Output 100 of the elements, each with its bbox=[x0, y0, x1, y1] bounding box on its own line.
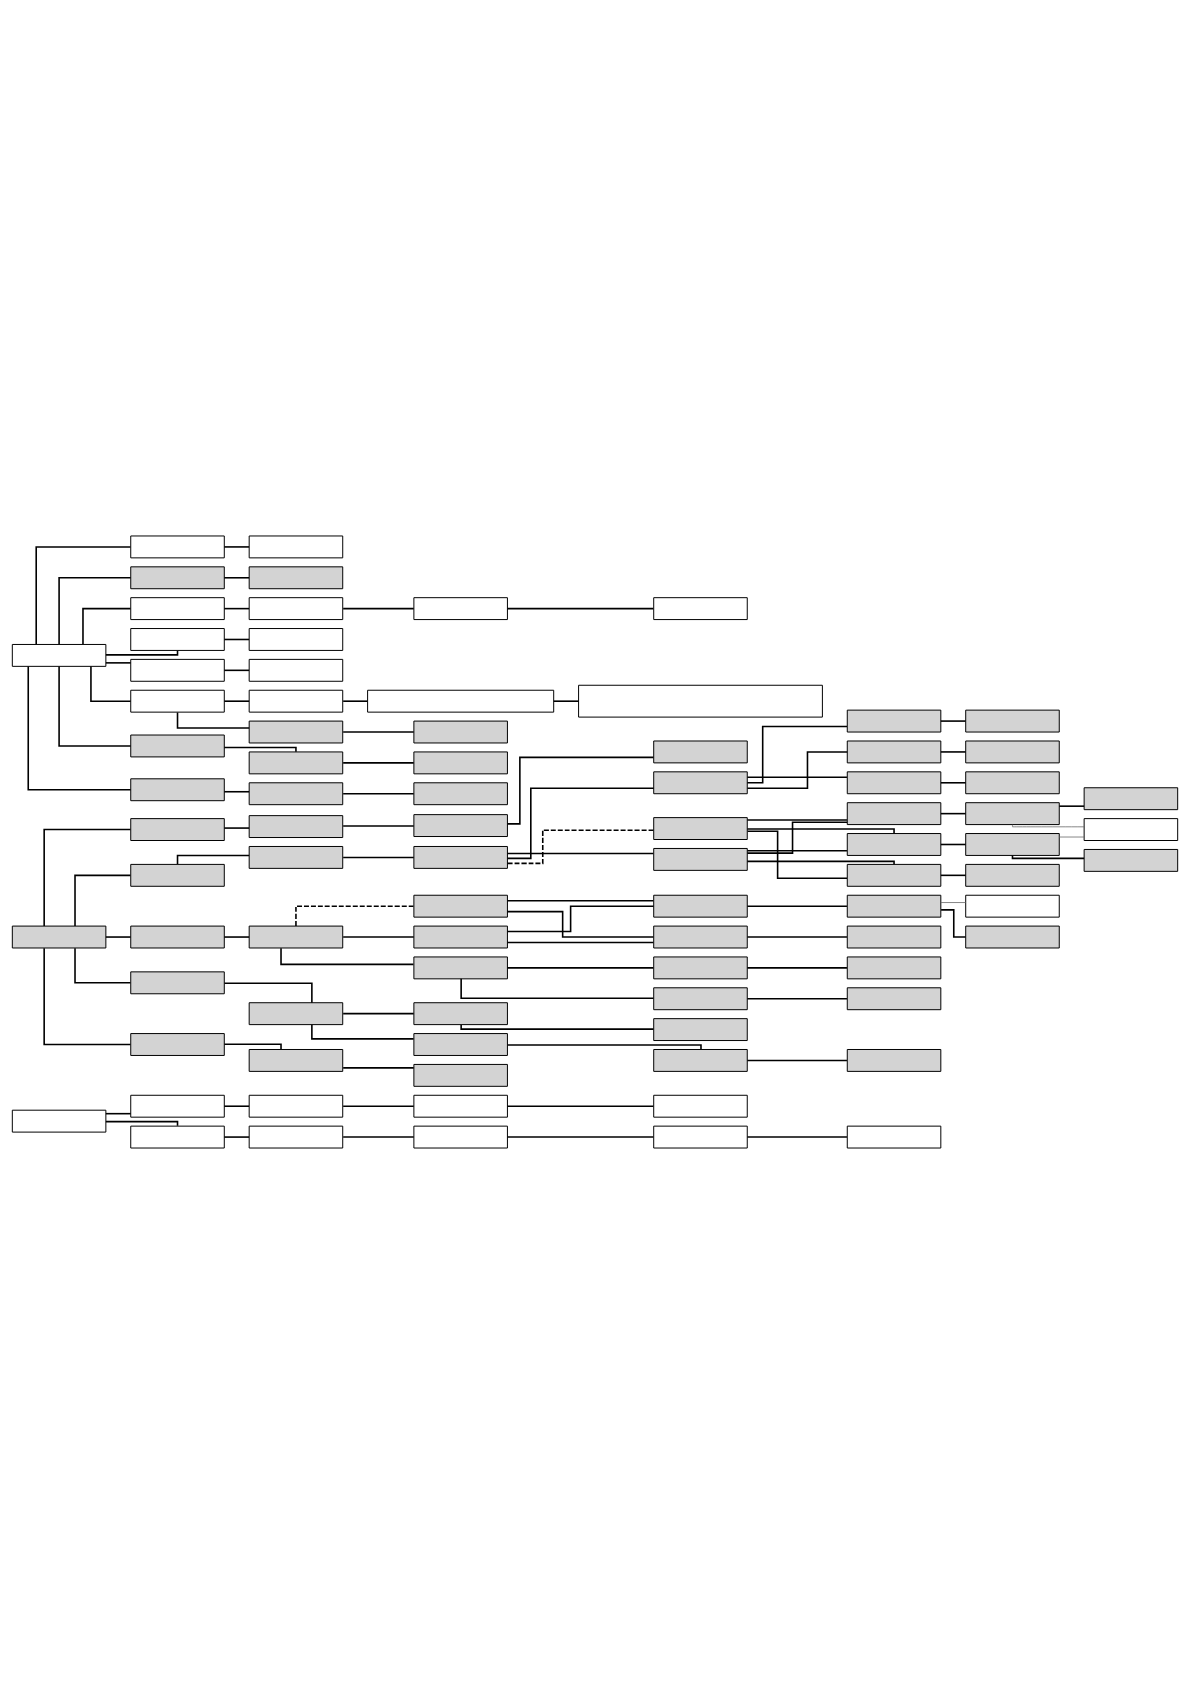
connector bbox=[342, 607, 415, 610]
connector bbox=[223, 1043, 282, 1051]
node-box bbox=[248, 925, 344, 949]
connector bbox=[223, 1136, 250, 1138]
node-box bbox=[413, 1063, 508, 1087]
node-box bbox=[653, 1018, 748, 1042]
node-box bbox=[653, 1094, 748, 1118]
node-box bbox=[248, 1002, 344, 1026]
node-box bbox=[248, 566, 344, 590]
connector bbox=[940, 720, 967, 722]
node-box bbox=[130, 1033, 225, 1056]
connector bbox=[746, 776, 848, 779]
connector bbox=[940, 874, 967, 877]
connector bbox=[105, 936, 132, 938]
node-box bbox=[846, 987, 942, 1011]
node-box bbox=[130, 734, 225, 758]
node-box bbox=[248, 658, 344, 682]
connector bbox=[746, 830, 848, 880]
connector bbox=[223, 546, 250, 548]
connector bbox=[223, 577, 250, 579]
node-box bbox=[413, 1002, 508, 1026]
connector bbox=[746, 725, 848, 784]
connector bbox=[746, 936, 848, 938]
node-box bbox=[965, 740, 1060, 764]
node-box bbox=[130, 925, 225, 949]
node-box bbox=[11, 925, 107, 949]
connector bbox=[342, 1105, 415, 1107]
connector bbox=[506, 967, 655, 969]
connector bbox=[940, 902, 967, 903]
node-box bbox=[846, 1125, 942, 1149]
node-box bbox=[248, 628, 344, 651]
node-box bbox=[413, 956, 508, 980]
node-box bbox=[248, 535, 344, 559]
node-box bbox=[846, 771, 942, 795]
connector bbox=[506, 607, 655, 610]
connector bbox=[506, 829, 655, 865]
connector bbox=[746, 1059, 848, 1062]
connector bbox=[746, 1136, 848, 1138]
node-box bbox=[413, 1125, 508, 1149]
connector bbox=[295, 905, 415, 927]
node-box bbox=[413, 720, 508, 744]
node-box bbox=[130, 535, 225, 559]
node-box bbox=[413, 846, 508, 869]
node-box bbox=[1083, 848, 1179, 872]
connector bbox=[74, 874, 132, 927]
node-box bbox=[1083, 787, 1179, 811]
node-box bbox=[846, 740, 942, 764]
node-box bbox=[248, 1125, 344, 1149]
node-box bbox=[248, 782, 344, 806]
connector bbox=[746, 751, 848, 790]
node-box bbox=[846, 925, 942, 949]
connector bbox=[506, 941, 655, 944]
node-box bbox=[846, 709, 942, 733]
node-box bbox=[653, 925, 748, 949]
connector bbox=[460, 1024, 655, 1030]
node-box bbox=[130, 971, 225, 995]
connector bbox=[43, 828, 132, 927]
connector bbox=[223, 607, 250, 610]
connector bbox=[342, 762, 415, 764]
connector bbox=[506, 910, 655, 938]
node-box bbox=[846, 863, 942, 887]
node-box bbox=[653, 987, 748, 1011]
node-box bbox=[846, 956, 942, 980]
connector bbox=[342, 936, 415, 938]
connector bbox=[342, 1136, 415, 1138]
node-box bbox=[846, 1049, 942, 1072]
connector bbox=[105, 1112, 132, 1115]
node-box bbox=[367, 689, 555, 713]
connector bbox=[342, 1067, 415, 1069]
connector bbox=[506, 852, 655, 855]
connector bbox=[1058, 805, 1085, 807]
connector bbox=[176, 711, 250, 729]
node-box bbox=[413, 1033, 508, 1056]
connector bbox=[746, 905, 848, 907]
node-box bbox=[413, 751, 508, 775]
connector bbox=[940, 751, 967, 753]
connector bbox=[105, 662, 132, 664]
connector bbox=[342, 700, 369, 702]
connector bbox=[223, 936, 250, 938]
connector bbox=[223, 700, 250, 702]
node-box bbox=[578, 684, 823, 718]
connector bbox=[223, 790, 250, 793]
connector bbox=[746, 860, 895, 866]
node-box bbox=[965, 709, 1060, 733]
connector bbox=[43, 947, 132, 1046]
connector bbox=[280, 947, 415, 966]
connector bbox=[552, 700, 580, 702]
node-box bbox=[653, 597, 748, 621]
node-box bbox=[130, 1094, 225, 1118]
connector bbox=[1012, 824, 1085, 828]
connector bbox=[506, 787, 655, 860]
node-box bbox=[413, 894, 508, 918]
node-box bbox=[248, 846, 344, 869]
node-box bbox=[130, 628, 225, 651]
connector bbox=[223, 1105, 250, 1107]
connector bbox=[311, 1024, 415, 1040]
connector bbox=[342, 1012, 415, 1015]
node-box bbox=[965, 894, 1060, 918]
node-box bbox=[413, 782, 508, 806]
node-box bbox=[130, 597, 225, 621]
